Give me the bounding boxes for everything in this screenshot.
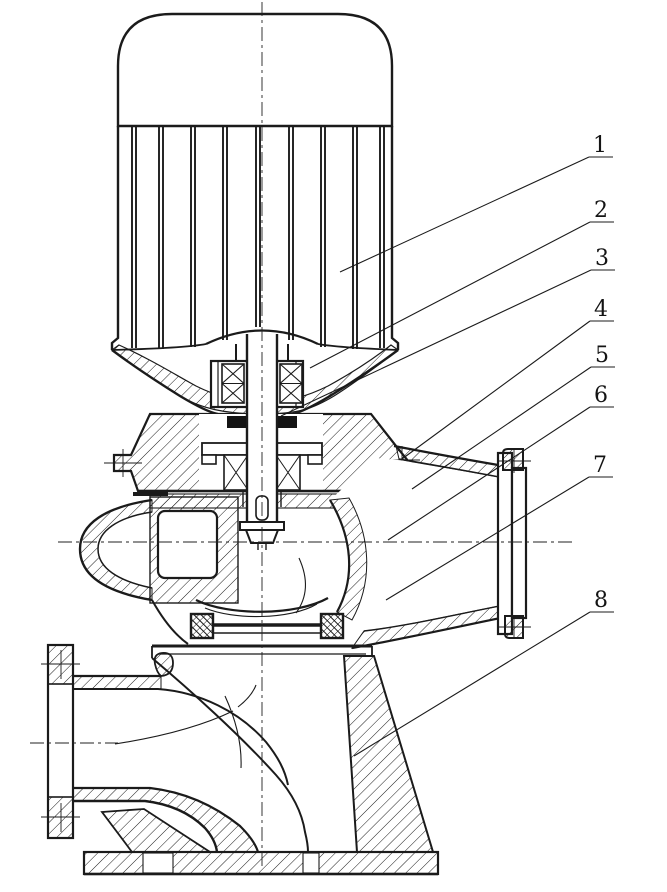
motor-cooling-fins: [131, 127, 385, 349]
seal-gland-step-left: [201, 454, 217, 465]
suction-bolt-mark-bottom: [41, 803, 80, 832]
suction-flange-bottom-tab: [47, 796, 74, 839]
callout-8-label: 8: [594, 588, 608, 613]
pipe-bottom-wall-outer: [73, 799, 219, 853]
impeller: [149, 496, 329, 618]
callout-2-leader: [309, 221, 614, 369]
bulb-inner-wall: [97, 511, 153, 589]
shaft-walls: [245, 334, 279, 522]
impeller-suction-mouth-arc-inner: [204, 603, 318, 618]
end-bell-left-silhouette: [111, 349, 219, 416]
callout-1-leader: [339, 156, 613, 273]
support-and-base: [82, 655, 440, 876]
base-plate: [82, 850, 440, 876]
callout-3-leader: [280, 269, 615, 417]
seal-packing-right: [275, 454, 301, 491]
end-bell-right-silhouette: [291, 349, 399, 416]
bracket-left-bolt-mark: [104, 449, 142, 477]
callout-7-leader: [385, 476, 613, 601]
discharge-bolt-mark-top: [497, 449, 531, 473]
shaft-seal-ring-left: [227, 416, 246, 428]
cone-lower-wall-inner: [363, 603, 511, 632]
impeller-nut-stem: [257, 543, 267, 550]
callout-3: 3: [280, 246, 615, 417]
callout-6: 6: [387, 383, 614, 541]
flow-line-pipe: [114, 684, 257, 745]
motor: [110, 12, 400, 351]
discharge-flange-top-tab: [502, 448, 524, 471]
callout-2-label: 2: [594, 198, 608, 223]
bearing-boss-walls: [235, 344, 289, 361]
motor-right-wall: [390, 126, 400, 350]
callout-8: 8: [353, 588, 614, 757]
shaft-seal-ring-right: [278, 416, 297, 428]
suction-inlet: [41, 643, 309, 853]
discharge-flange: [496, 448, 531, 639]
callout-3-label: 3: [595, 246, 609, 271]
seal-gland-step-right: [307, 454, 323, 465]
elbow-inner-curve: [73, 688, 289, 786]
pump-shaft: [239, 334, 285, 550]
base-plate-gap-right: [302, 852, 320, 874]
callout-7-label: 7: [593, 453, 607, 478]
bulb-to-joint-wall: [151, 599, 189, 645]
o-ring-left: [189, 612, 215, 640]
part-callouts: 1 2 3 4 5 6 7 8: [280, 133, 615, 757]
impeller-hub-bore: [156, 509, 219, 580]
callout-1-label: 1: [593, 133, 607, 158]
base-plate-gap-left: [142, 852, 174, 874]
callout-8-leader: [353, 611, 614, 757]
pipe-top-wall-nub: [153, 652, 174, 677]
bulb-outer-wall: [78, 498, 153, 602]
callout-6-leader: [387, 406, 614, 541]
callout-5-leader: [411, 366, 615, 490]
centerlines: [30, 2, 576, 868]
suction-bolt-mark-top: [41, 650, 80, 679]
discharge-flange-face: [510, 466, 528, 620]
callout-2: 2: [309, 198, 614, 369]
flow-line-volute: [224, 695, 242, 769]
motor-top-cap: [116, 12, 394, 128]
cone-interior: [330, 458, 510, 648]
volute-flow-arc: [295, 557, 306, 614]
pipe-top-wall-hatch: [72, 675, 162, 690]
o-ring-right: [319, 612, 345, 640]
volute-tongue-wall: [329, 499, 351, 613]
pipe-bottom-wall-inner: [73, 786, 260, 853]
discharge-flange-plate: [496, 451, 514, 636]
callout-5: 5: [411, 343, 615, 490]
callout-4-leader: [401, 320, 614, 460]
ball-bearing-right: [279, 363, 303, 404]
motor-end-bell: [110, 344, 400, 416]
motor-left-wall: [110, 126, 120, 350]
casing-bottom-joint: [151, 612, 373, 658]
callout-7: 7: [385, 453, 613, 601]
suction-flange-top-tab: [47, 644, 74, 685]
discharge-bolt-mark-bottom: [497, 615, 531, 639]
callout-5-label: 5: [595, 343, 609, 368]
callout-1: 1: [339, 133, 613, 273]
ball-bearing-left: [221, 363, 245, 404]
bottom-flange-ends: [151, 646, 373, 658]
callout-4-label: 4: [594, 297, 608, 322]
callout-6-label: 6: [594, 383, 608, 408]
callout-4: 4: [401, 297, 614, 460]
seal-packing-left: [223, 454, 249, 491]
